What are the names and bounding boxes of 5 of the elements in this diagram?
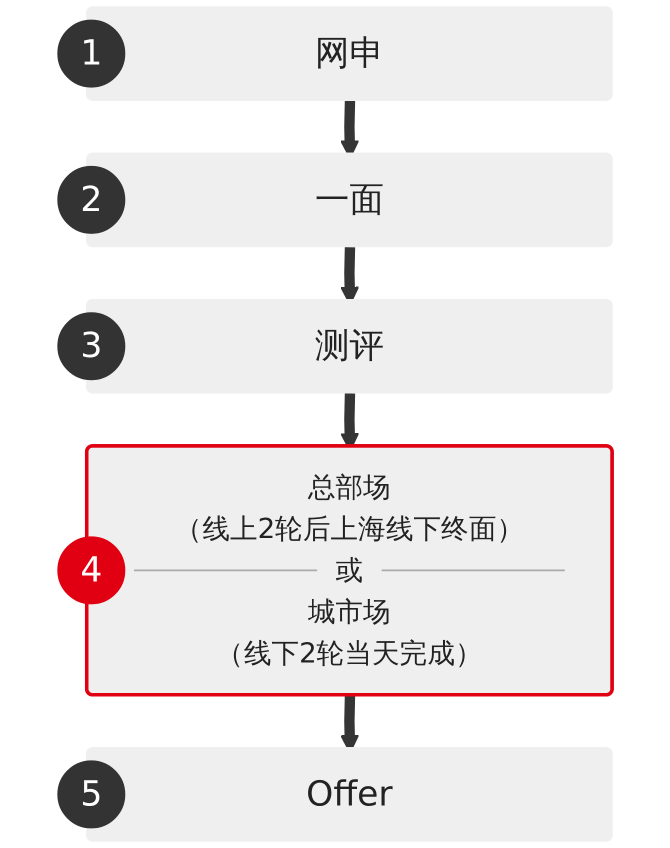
node-circle: 5: [57, 760, 126, 828]
node-circle: 4: [57, 536, 126, 604]
node-circle: 1: [57, 20, 126, 88]
node-circle: 3: [57, 312, 126, 380]
node-circle: 2: [57, 166, 126, 234]
